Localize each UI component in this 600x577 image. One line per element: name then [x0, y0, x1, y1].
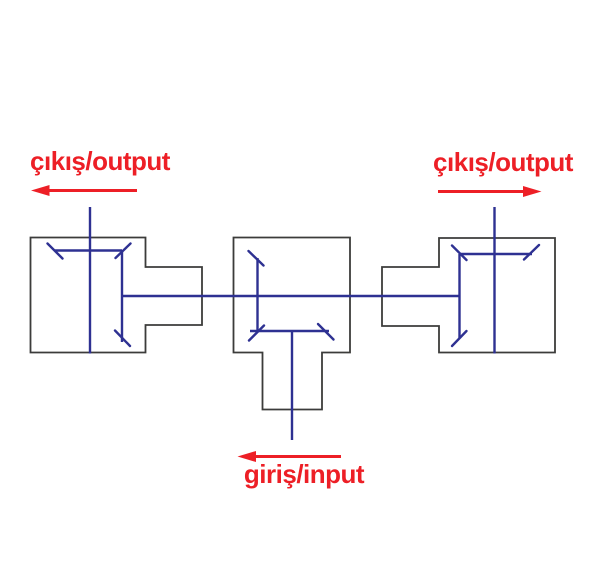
output-left-arrow-icon: [31, 185, 137, 196]
output-right-arrow-head: [523, 186, 542, 197]
output-left-label: çıkış/output: [30, 146, 170, 176]
left-gear-tick-inner: [114, 242, 132, 260]
right-gear-tick-outer: [522, 243, 541, 261]
output-right-arrow-icon: [438, 186, 542, 197]
input-gear-tick-left: [247, 324, 266, 342]
input-gear-tick-right: [316, 322, 335, 341]
center-gearbox-housing: [232, 236, 351, 411]
right-gearbox-housing: [381, 237, 556, 354]
center-gear-tick-top: [247, 249, 265, 267]
left-gearbox-internals: [46, 207, 132, 354]
output-right-label: çıkış/output: [433, 147, 573, 177]
right-gear-tick-inner: [450, 244, 468, 262]
left-gear-tick-outer: [46, 242, 64, 260]
output-left-arrow-head: [31, 185, 50, 196]
right-gearbox-internals: [450, 207, 541, 354]
input-label: giriş/input: [243, 459, 365, 489]
center-gearbox-internals: [247, 249, 335, 440]
housings: [29, 236, 556, 411]
direction-arrows: [31, 185, 542, 462]
shafts-and-gears: [46, 207, 541, 440]
left-gearbox-housing: [29, 236, 203, 354]
left-gear-tick-bottom: [113, 329, 132, 348]
input-arrow-icon: [237, 451, 341, 462]
input-arrow-head: [237, 451, 256, 462]
right-gear-tick-bottom: [450, 329, 468, 348]
